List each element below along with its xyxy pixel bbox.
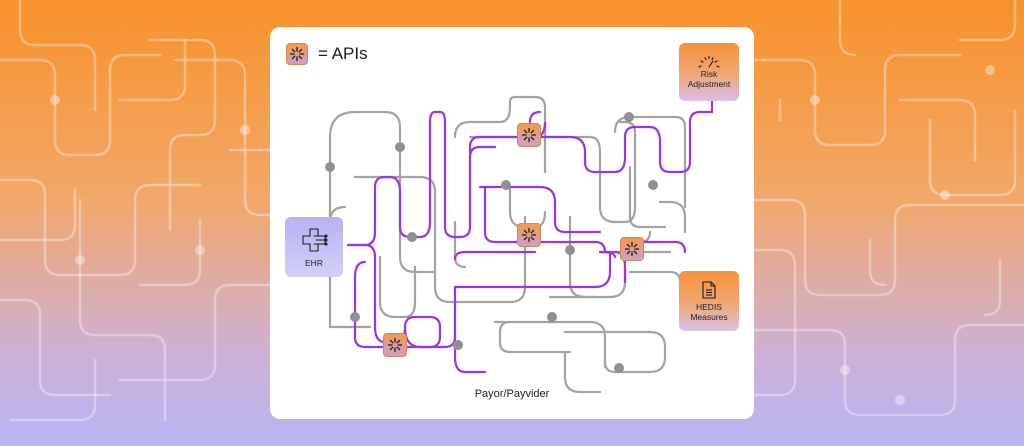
hedis-label-line1: HEDIS xyxy=(696,301,722,312)
hedis-measures-node: HEDIS Measures xyxy=(679,271,739,331)
risk-label-line1: Risk xyxy=(700,69,718,79)
gauge-icon xyxy=(698,55,720,68)
api-node-top xyxy=(517,123,541,147)
risk-label-line2: Adjustment xyxy=(687,79,731,89)
path-dots xyxy=(325,112,658,373)
document-icon xyxy=(702,280,716,299)
api-node-right xyxy=(620,237,644,261)
payor-label: Payor/Payvider xyxy=(474,388,550,400)
diagram-card: = APIs Risk Adjustment xyxy=(270,27,754,419)
hedis-label-line2: Measures xyxy=(690,311,728,322)
ehr-label: EHR xyxy=(305,258,323,268)
ehr-node: EHR xyxy=(285,217,343,277)
legend-label: = APIs xyxy=(318,44,368,63)
circuit-cross-icon xyxy=(302,228,328,252)
risk-adjustment-node: Risk Adjustment xyxy=(679,43,739,101)
api-node-center xyxy=(517,223,541,247)
purple-paths xyxy=(346,90,714,374)
pathway-diagram xyxy=(325,90,714,394)
api-node-bottom xyxy=(383,333,407,357)
api-starburst-icon xyxy=(286,43,308,65)
legend: = APIs xyxy=(286,43,368,65)
